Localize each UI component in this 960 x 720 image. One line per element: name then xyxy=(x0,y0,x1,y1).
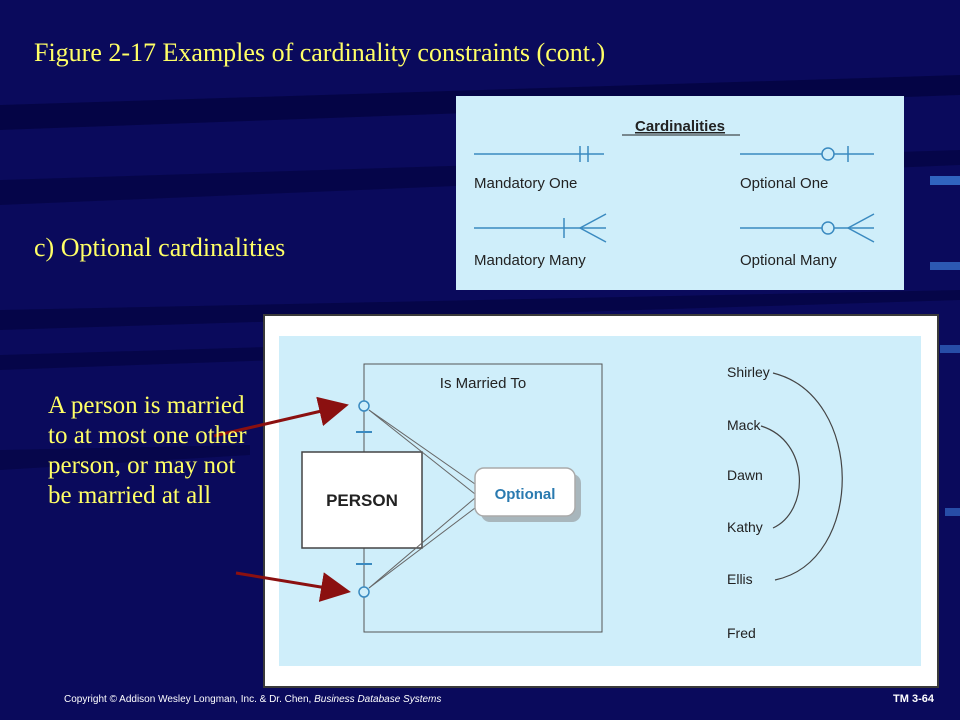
name-kathy: Kathy xyxy=(727,519,763,535)
legend-heading: Cardinalities xyxy=(635,118,725,135)
slide-title: Figure 2-17 Examples of cardinality cons… xyxy=(34,38,606,67)
footer-prefix: Copyright © Addison Wesley Longman, Inc.… xyxy=(64,694,315,705)
mandatory-many-symbol xyxy=(474,213,607,243)
optional-callout xyxy=(474,467,576,517)
entity-label: PERSON xyxy=(326,491,398,510)
annotation-text: A person is married to at most one other… xyxy=(48,392,247,509)
name-shirley: Shirley xyxy=(727,364,770,380)
legend-item-optional-one: Optional One xyxy=(740,175,828,192)
er-diagram-frame: Is Married To PERSON Optional Shirley Ma… xyxy=(263,314,939,688)
name-fred: Fred xyxy=(727,625,756,641)
er-diagram: Is Married To PERSON Optional Shirley Ma… xyxy=(279,336,921,666)
mandatory-one-symbol xyxy=(474,146,604,162)
optional-one-symbol xyxy=(740,146,874,162)
name-dawn: Dawn xyxy=(727,467,763,483)
optional-many-symbol xyxy=(740,213,875,243)
arc-mack-kathy xyxy=(760,425,801,529)
copyright-footer: Copyright © Addison Wesley Longman, Inc.… xyxy=(64,694,441,705)
slide-subtitle: c) Optional cardinalities xyxy=(34,233,286,262)
slide-number: TM 3-64 xyxy=(893,693,934,705)
legend-item-mandatory-many: Mandatory Many xyxy=(474,252,586,269)
relationship-label: Is Married To xyxy=(440,375,526,392)
lower-optional-one-symbol xyxy=(356,563,372,598)
name-mack: Mack xyxy=(727,417,761,433)
person-entity xyxy=(301,451,423,549)
footer-book-title: Business Database Systems xyxy=(314,694,442,705)
upper-optional-one-symbol xyxy=(356,400,372,433)
callout-label: Optional xyxy=(495,486,556,503)
name-ellis: Ellis xyxy=(727,571,753,587)
arc-shirley-ellis xyxy=(772,372,843,581)
legend-graphic: Cardinalities Mandatory One Optional One… xyxy=(474,118,875,269)
legend-item-optional-many: Optional Many xyxy=(740,252,837,269)
cardinality-legend: Cardinalities Mandatory One Optional One… xyxy=(456,96,904,290)
legend-item-mandatory-one: Mandatory One xyxy=(474,175,577,192)
